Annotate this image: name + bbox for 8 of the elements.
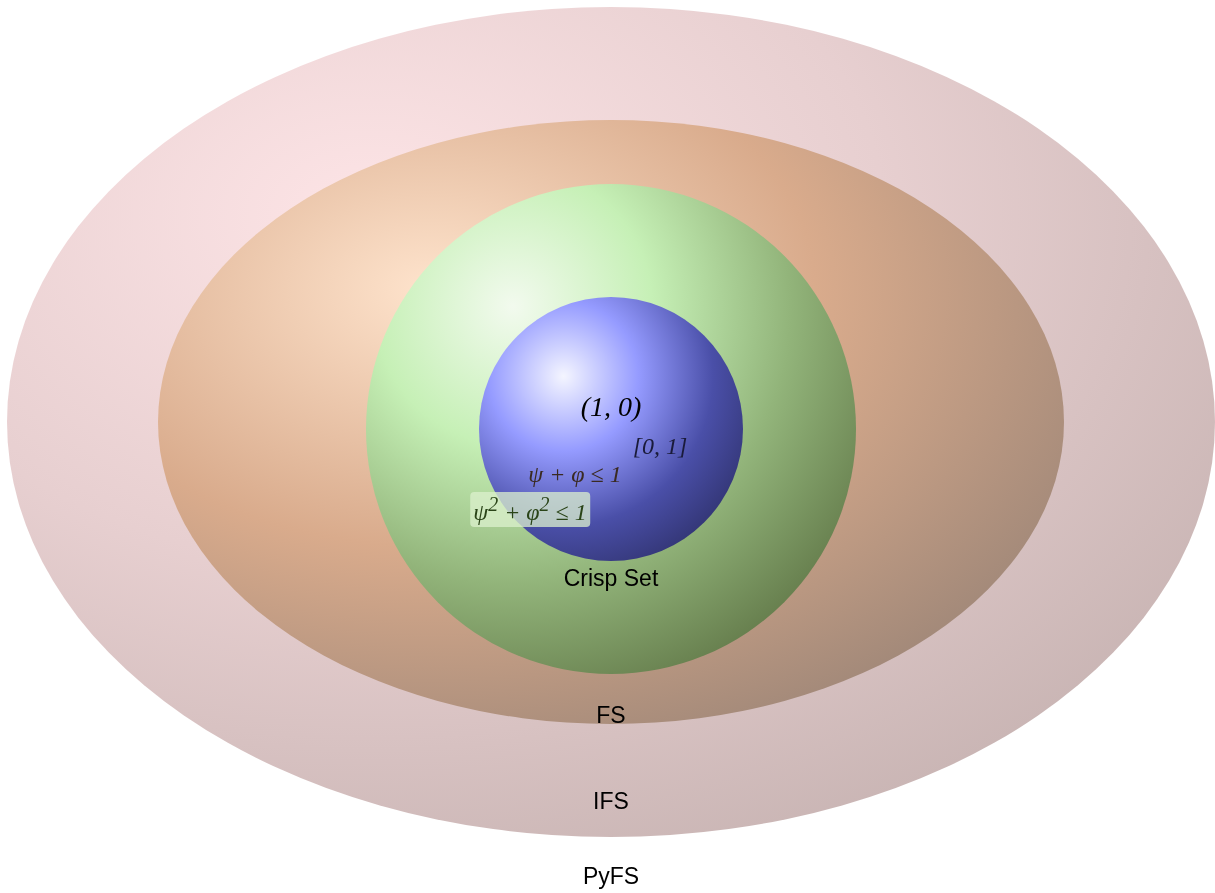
condition-formula: [0, 1]: [631, 432, 689, 461]
condition-formula: (1, 0): [579, 390, 643, 424]
set-label: PyFS: [582, 863, 640, 891]
set-label: Crisp Set: [563, 565, 659, 593]
condition-formula: ψ + φ ≤ 1: [527, 460, 623, 489]
condition-formula: ψ$^{2}$ + φ$^{2}$ ≤ 1: [470, 492, 590, 527]
set-label: FS: [596, 702, 626, 730]
set-label: IFS: [593, 788, 629, 816]
